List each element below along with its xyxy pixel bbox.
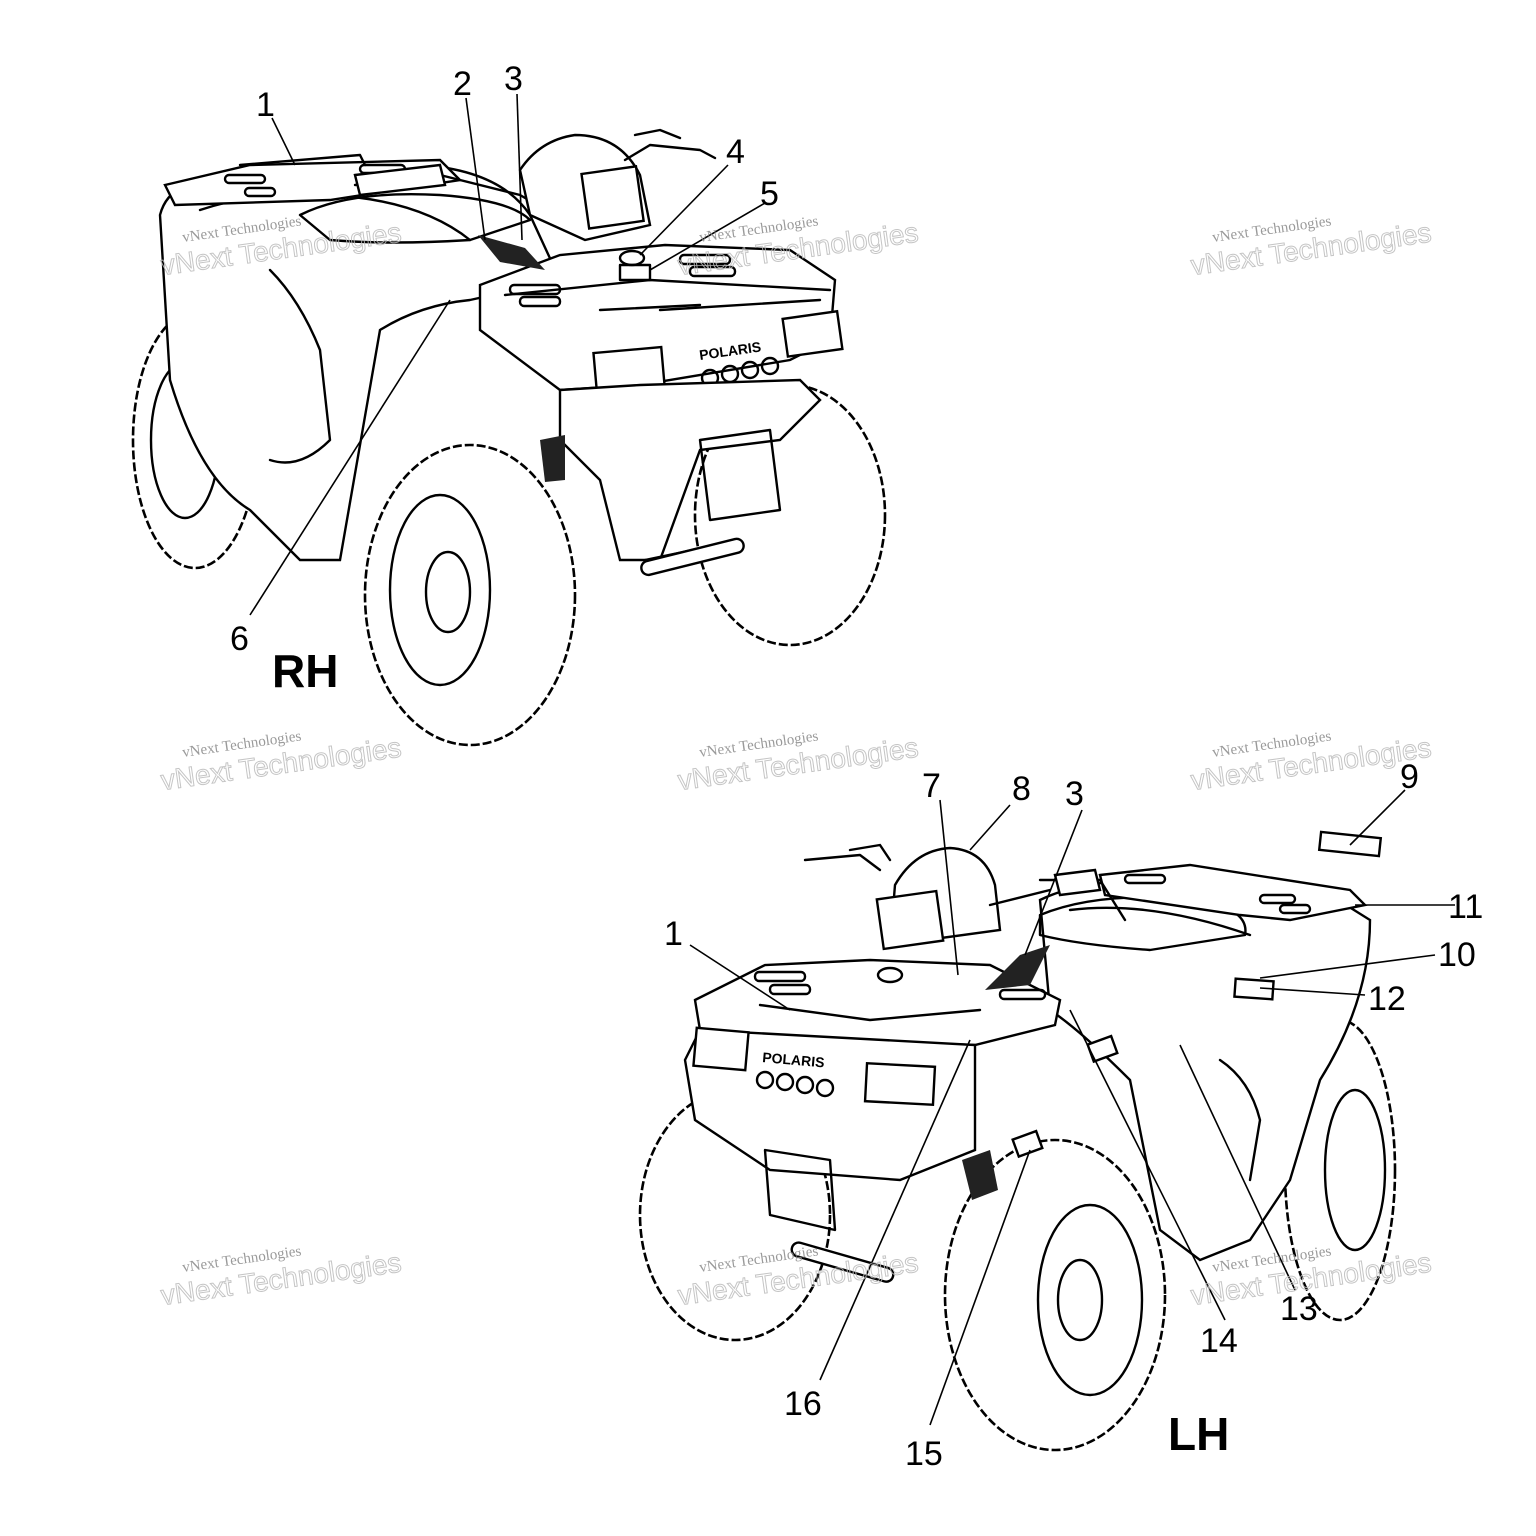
lh-callout: 13 bbox=[1280, 1290, 1318, 1328]
rh-callout: 3 bbox=[504, 60, 523, 98]
rh-callout: 6 bbox=[230, 620, 249, 658]
rh-callout: 1 bbox=[256, 86, 275, 124]
rh-callout: 4 bbox=[726, 133, 745, 171]
lh-callouts: 7 8 3 9 1 11 10 12 13 14 16 15 LH bbox=[664, 758, 1483, 1473]
lh-brand-badge: POLARIS bbox=[762, 1049, 825, 1070]
lh-callout: 1 bbox=[664, 915, 683, 953]
lh-callout: 15 bbox=[905, 1435, 943, 1473]
lh-view-label: LH bbox=[1168, 1408, 1229, 1460]
atv-lh-drawing: POLARIS bbox=[638, 830, 1397, 1452]
lh-callout: 12 bbox=[1368, 980, 1406, 1018]
lh-callout: 10 bbox=[1438, 936, 1476, 974]
lh-callout: 16 bbox=[784, 1385, 822, 1423]
lh-callout: 7 bbox=[922, 767, 941, 805]
lh-callout: 11 bbox=[1448, 888, 1483, 926]
rh-leader-lines bbox=[249, 93, 766, 616]
lh-callout: 8 bbox=[1012, 770, 1031, 808]
lh-callout: 3 bbox=[1065, 775, 1084, 813]
rh-callout: 2 bbox=[453, 65, 472, 103]
rh-callout: 5 bbox=[760, 175, 779, 213]
rh-callouts: 1 2 3 4 5 6 RH bbox=[230, 60, 779, 697]
lh-callout: 14 bbox=[1200, 1322, 1238, 1360]
atv-rh-drawing: POLARIS bbox=[131, 128, 887, 747]
lh-leader-lines bbox=[689, 789, 1455, 1426]
rh-view-label: RH bbox=[272, 645, 338, 697]
lh-callout: 9 bbox=[1400, 758, 1419, 796]
